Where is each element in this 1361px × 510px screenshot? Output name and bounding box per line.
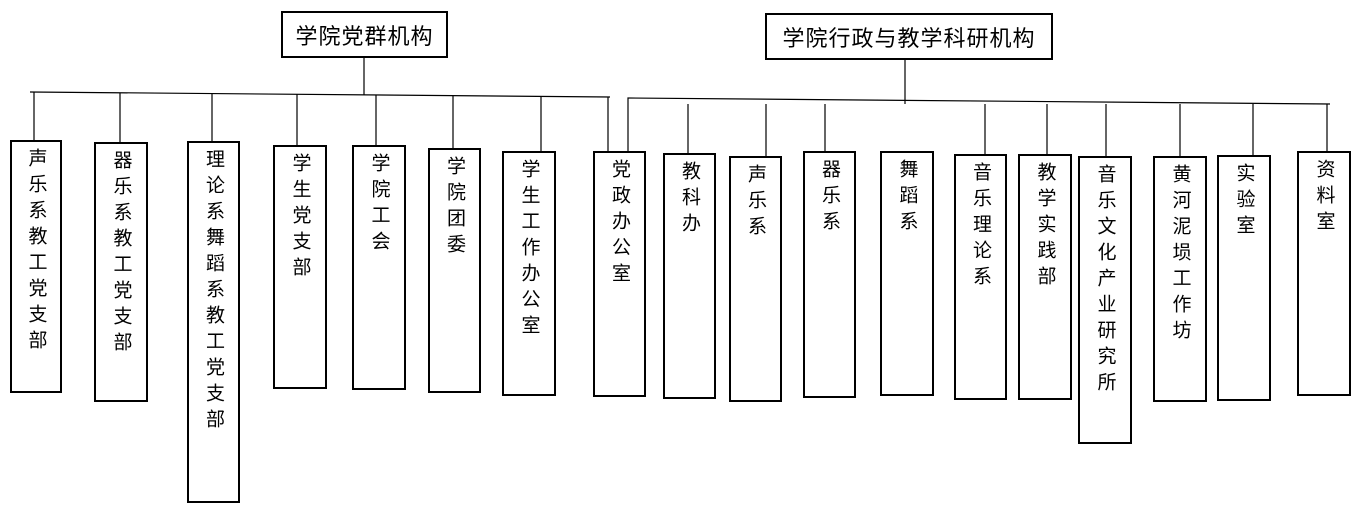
org-unit-laboratory: 实验室 bbox=[1217, 155, 1271, 401]
org-unit-instrumental-dept-party-branch: 器乐系教工党支部 bbox=[94, 142, 148, 402]
org-unit-student-affairs-office: 学生工作办公室 bbox=[502, 151, 556, 396]
org-unit-college-youth-league: 学院团委 bbox=[428, 148, 481, 393]
org-unit-vocal-dept: 声乐系 bbox=[729, 156, 782, 402]
party-org-header: 学院党群机构 bbox=[281, 11, 448, 58]
org-unit-dance-dept: 舞蹈系 bbox=[880, 151, 934, 396]
org-unit-instrumental-dept: 器乐系 bbox=[803, 151, 856, 398]
org-unit-yellow-river-xun-workshop: 黄河泥埙工作坊 bbox=[1153, 156, 1207, 402]
org-unit-music-culture-industry-institute: 音乐文化产业研究所 bbox=[1078, 156, 1132, 444]
admin-org-header: 学院行政与教学科研机构 bbox=[765, 13, 1053, 60]
org-unit-music-theory-dept: 音乐理论系 bbox=[954, 154, 1007, 400]
org-unit-reference-room: 资料室 bbox=[1297, 151, 1351, 396]
org-unit-student-party-branch: 学生党支部 bbox=[273, 145, 327, 389]
org-unit-theory-dance-dept-party-branch: 理论系舞蹈系教工党支部 bbox=[187, 141, 240, 503]
org-unit-party-admin-office: 党政办公室 bbox=[593, 151, 646, 397]
org-unit-teaching-practice-dept: 教学实践部 bbox=[1018, 154, 1072, 400]
org-unit-vocal-dept-party-branch: 声乐系教工党支部 bbox=[10, 140, 62, 393]
org-unit-college-union: 学院工会 bbox=[352, 145, 406, 390]
org-unit-teaching-research-office: 教科办 bbox=[663, 153, 716, 399]
